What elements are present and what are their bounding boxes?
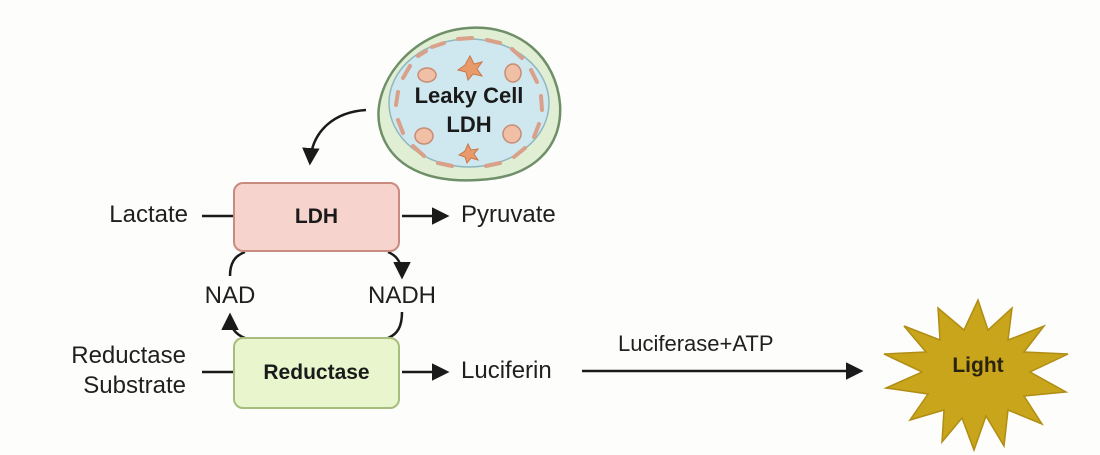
luciferase-atp-label: Luciferase+ATP	[618, 331, 774, 356]
lactate-label: Lactate	[109, 201, 188, 228]
leaky-cell-label: Leaky Cell LDH	[390, 82, 548, 139]
leaky-cell	[377, 26, 562, 182]
arrow-reductase-to-nad	[221, 312, 246, 340]
arrow-ldh-to-nadh	[387, 250, 411, 280]
ldh-enzyme-box: LDH	[233, 182, 400, 252]
pyruvate-label: Pyruvate	[461, 201, 556, 228]
cell-star-particles	[456, 54, 484, 165]
line-nad-to-ldh	[228, 250, 246, 277]
reductase-enzyme-box: Reductase	[233, 337, 400, 409]
leaky-cell-label-line2: LDH	[446, 111, 492, 137]
reductase-substrate-line2: Substrate	[83, 372, 186, 399]
cell-membrane-dashes	[394, 36, 544, 168]
reductase-substrate-line1: Reductase	[71, 342, 186, 369]
light-label: Light	[952, 354, 1004, 377]
nad-label: NAD	[204, 282, 256, 309]
ldh-enzyme-label: LDH	[294, 205, 339, 228]
luciferin-label: Luciferin	[461, 357, 552, 384]
reductase-enzyme-label: Reductase	[263, 361, 370, 384]
light-starburst	[883, 297, 1069, 453]
line-nadh-to-reductase	[387, 311, 404, 340]
cell-organelles	[414, 63, 522, 145]
nadh-label: NADH	[367, 282, 436, 309]
leaky-cell-label-line1: Leaky Cell	[414, 83, 524, 108]
reductase-substrate-label: Reductase Substrate	[20, 341, 186, 401]
arrow-cell-to-ldh	[302, 108, 367, 166]
